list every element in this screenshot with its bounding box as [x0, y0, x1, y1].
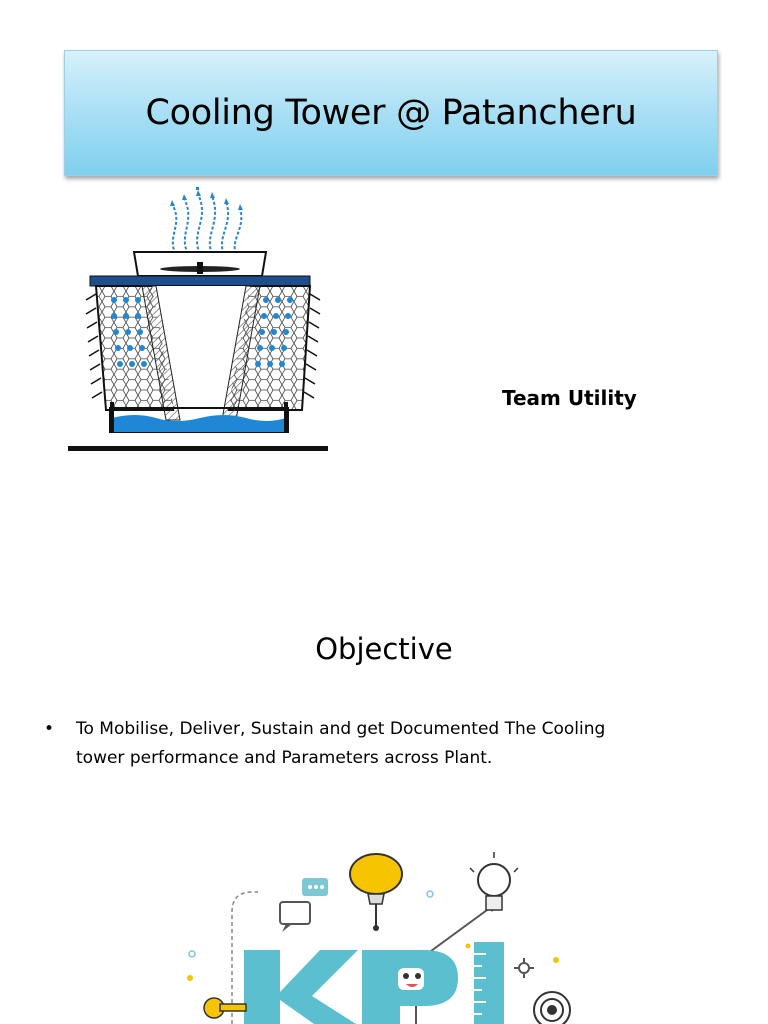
- kpi-letter-i: [474, 942, 504, 1024]
- gear-icon: [514, 958, 534, 978]
- slide-objective: Objective • To Mobilise, Deliver, Sustai…: [0, 560, 768, 1024]
- chat-bubble-icon: [302, 878, 328, 896]
- team-label: Team Utility: [502, 386, 637, 410]
- bullet-text: To Mobilise, Deliver, Sustain and get Do…: [76, 715, 605, 773]
- slide-title-text: Cooling Tower @ Patancheru: [145, 93, 637, 133]
- fan-icon: [160, 262, 240, 274]
- vapor-arrows: [171, 193, 243, 255]
- kpi-letter-k: [244, 950, 358, 1024]
- speech-bubble-icon: [279, 901, 311, 932]
- kpi-illustration: [187, 852, 571, 1024]
- target-icon: [533, 991, 571, 1024]
- cooling-tower-illustration: [68, 187, 328, 451]
- objective-heading: Objective: [315, 632, 453, 666]
- title-banner: Cooling Tower @ Patancheru: [64, 50, 718, 176]
- bullet-marker: •: [44, 719, 55, 739]
- lightbulb-icon: [469, 852, 519, 911]
- slide-title: Cooling Tower @ Patancheru: [64, 50, 718, 451]
- bullet-line-2: tower performance and Parameters across …: [76, 748, 493, 768]
- idea-brain-icon: [349, 853, 403, 931]
- water-drops: [111, 297, 293, 367]
- bullet-item: • To Mobilise, Deliver, Sustain and get …: [44, 715, 694, 773]
- kpi-letter-p: [362, 950, 458, 1024]
- key-icon: [203, 997, 247, 1019]
- bullet-line-1: To Mobilise, Deliver, Sustain and get Do…: [76, 719, 606, 739]
